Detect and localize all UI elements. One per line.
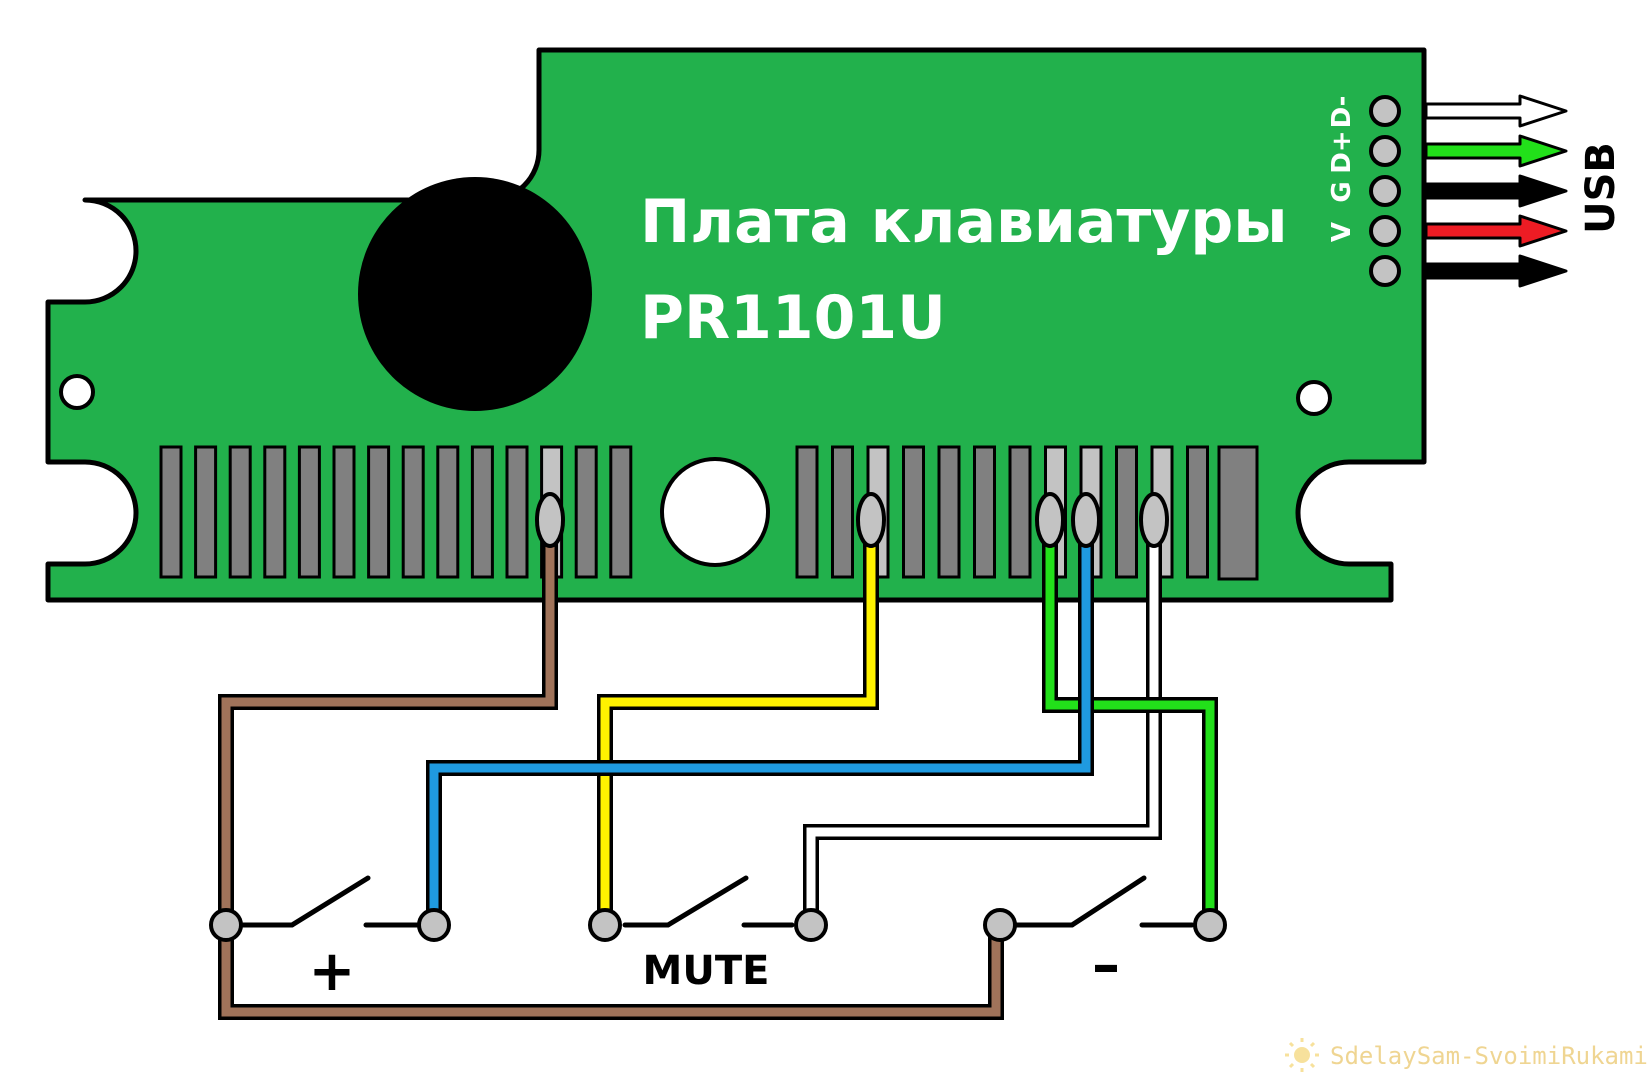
connector-pin	[159, 445, 183, 579]
usb-arrow-black	[1424, 174, 1568, 208]
connector-pin	[1115, 445, 1138, 579]
connector-pin	[505, 445, 529, 579]
solder-pad	[1035, 492, 1065, 548]
usb-arrow-green	[1424, 134, 1568, 168]
connector-pin	[228, 445, 252, 579]
solder-pad	[535, 492, 565, 548]
wire-green	[1045, 515, 1215, 917]
switch-terminals	[209, 908, 1227, 942]
solder-pad	[856, 492, 886, 548]
wire-blue	[429, 515, 1091, 917]
large-hole	[358, 177, 592, 411]
usb-arrow-black-2	[1424, 254, 1568, 288]
usb-pad	[1369, 215, 1401, 247]
connector-pin	[609, 445, 633, 579]
sun-rays-icon	[1285, 1038, 1319, 1072]
connector-pin	[902, 445, 925, 579]
solder-pads	[535, 492, 1169, 548]
usb-pin-label-v: V	[1327, 222, 1357, 242]
connector-pin	[831, 445, 854, 579]
usb-arrow-white	[1424, 94, 1568, 128]
terminal	[794, 908, 828, 942]
usb-pad	[1369, 95, 1401, 127]
connector-pin	[795, 445, 819, 579]
solder-pad	[1071, 492, 1101, 548]
usb-pad	[1369, 135, 1401, 167]
usb-pad	[1369, 255, 1401, 287]
watermark: SdelaySam-SvoimiRukami.ru	[1285, 1038, 1652, 1072]
connector-pin	[401, 445, 425, 579]
switch-mute	[622, 875, 795, 928]
watermark-text: SdelaySam-SvoimiRukami.ru	[1330, 1042, 1652, 1070]
usb-arrow-red	[1424, 214, 1568, 248]
button-label-plus: +	[309, 939, 356, 1004]
mounting-hole-left	[59, 374, 95, 410]
switch-plus	[233, 875, 421, 928]
terminal	[1193, 908, 1227, 942]
board-model: PR1101U	[640, 283, 946, 353]
terminal	[588, 908, 622, 942]
center-hole	[660, 457, 770, 567]
connector-pin	[436, 445, 460, 579]
connector-pin	[194, 445, 218, 579]
terminal	[417, 908, 451, 942]
button-label-minus: –	[1092, 933, 1120, 998]
sun-icon	[1294, 1047, 1310, 1063]
wire-brown	[221, 515, 1001, 1017]
wire-yellow	[600, 515, 876, 917]
connector-pin	[1186, 445, 1209, 579]
mounting-hole-right	[1296, 380, 1332, 416]
usb-pin-label-g: G	[1327, 181, 1357, 202]
usb-arrows	[1424, 94, 1568, 288]
wire-white	[806, 515, 1159, 917]
terminal	[209, 908, 243, 942]
connector-pin	[937, 445, 961, 579]
usb-pad	[1369, 175, 1401, 207]
connector-pin	[470, 445, 494, 579]
connector-pin	[297, 445, 321, 579]
usb-label: USB	[1578, 142, 1624, 234]
connector-pin	[574, 445, 598, 579]
usb-pin-label-dminus: D-	[1327, 96, 1357, 129]
connector-pin	[367, 445, 391, 579]
solder-pad	[1139, 492, 1169, 548]
pin-wide	[1217, 445, 1259, 581]
switch-minus	[1013, 875, 1195, 928]
usb-pads	[1369, 95, 1401, 287]
connector-pin	[332, 445, 356, 579]
wires	[218, 512, 1218, 1020]
pin-row-left	[159, 445, 633, 579]
usb-pin-labels: D- D+ G V	[1327, 96, 1357, 242]
usb-pin-label-dplus: D+	[1327, 130, 1357, 173]
button-label-mute: MUTE	[643, 948, 770, 994]
terminal	[983, 908, 1017, 942]
connector-pin	[263, 445, 287, 579]
connector-pin	[1008, 445, 1032, 579]
connector-pin	[973, 445, 996, 579]
board-title: Плата клавиатуры	[640, 187, 1288, 257]
